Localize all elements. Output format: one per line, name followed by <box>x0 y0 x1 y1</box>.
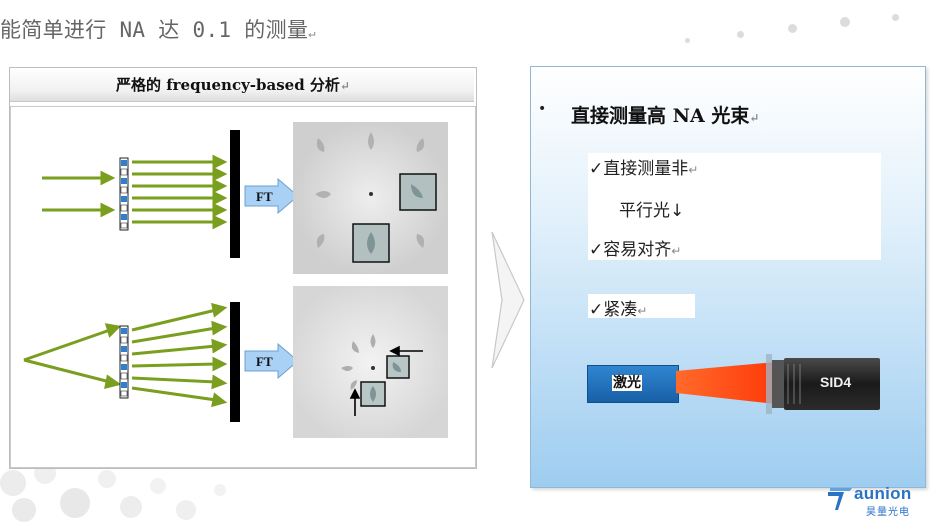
laser-source <box>587 365 679 403</box>
sid4-camera <box>766 354 880 414</box>
feature-item-3: ✓容易对齐↵ <box>589 240 682 260</box>
right-panel <box>530 66 926 488</box>
slide-title: 能简单进行 NA 达 0.1 的测量↵ <box>0 18 316 42</box>
bullet-icon: • <box>538 101 547 117</box>
feature-list-box <box>588 153 881 260</box>
left-panel-header: 严格的 frequency-based 分析↵ <box>115 76 350 94</box>
logo-wordmark: aunion <box>854 484 912 503</box>
parallel-rays-top <box>132 154 228 230</box>
ft-arrow-top-icon <box>244 178 299 214</box>
check-icon: ✓ <box>589 300 604 320</box>
left-panel-header-bar <box>10 68 474 102</box>
lenslet-array-top <box>119 157 129 231</box>
logo-subtitle: 昊量光电 <box>866 507 910 518</box>
feature-item-2: 平行光↓ <box>619 201 685 221</box>
spot-pattern-bottom <box>293 286 448 438</box>
spot-pattern-top <box>293 122 448 274</box>
feature-compact-box <box>588 294 695 318</box>
diverging-rays-bottom <box>131 302 228 408</box>
incoming-parallel-rays <box>42 170 116 218</box>
check-icon: ✓ <box>589 159 604 179</box>
feature-item-1: ✓直接测量非↵ <box>589 159 699 179</box>
ft-arrow-bottom-icon <box>244 343 299 379</box>
lenslet-array-bottom <box>119 325 129 399</box>
detector-screen-bottom <box>230 302 240 422</box>
laser-beam <box>676 362 776 404</box>
check-icon: ✓ <box>589 240 604 260</box>
chevron-right-icon <box>491 231 525 369</box>
aunion-logo-icon <box>828 488 852 510</box>
ft-label-bottom: FT <box>256 354 273 369</box>
incoming-diverging-rays <box>23 323 122 390</box>
laser-label: 激光 <box>612 375 642 391</box>
detector-screen-top <box>230 130 240 258</box>
marker-arrows <box>349 345 423 416</box>
optics-diagram <box>23 130 240 422</box>
feature-item-4: ✓紧凑↵ <box>589 300 648 320</box>
right-panel-heading: 直接测量高 NA 光束↵ <box>571 105 760 127</box>
ft-label-top: FT <box>256 189 273 204</box>
device-label: SID4 <box>820 374 852 390</box>
